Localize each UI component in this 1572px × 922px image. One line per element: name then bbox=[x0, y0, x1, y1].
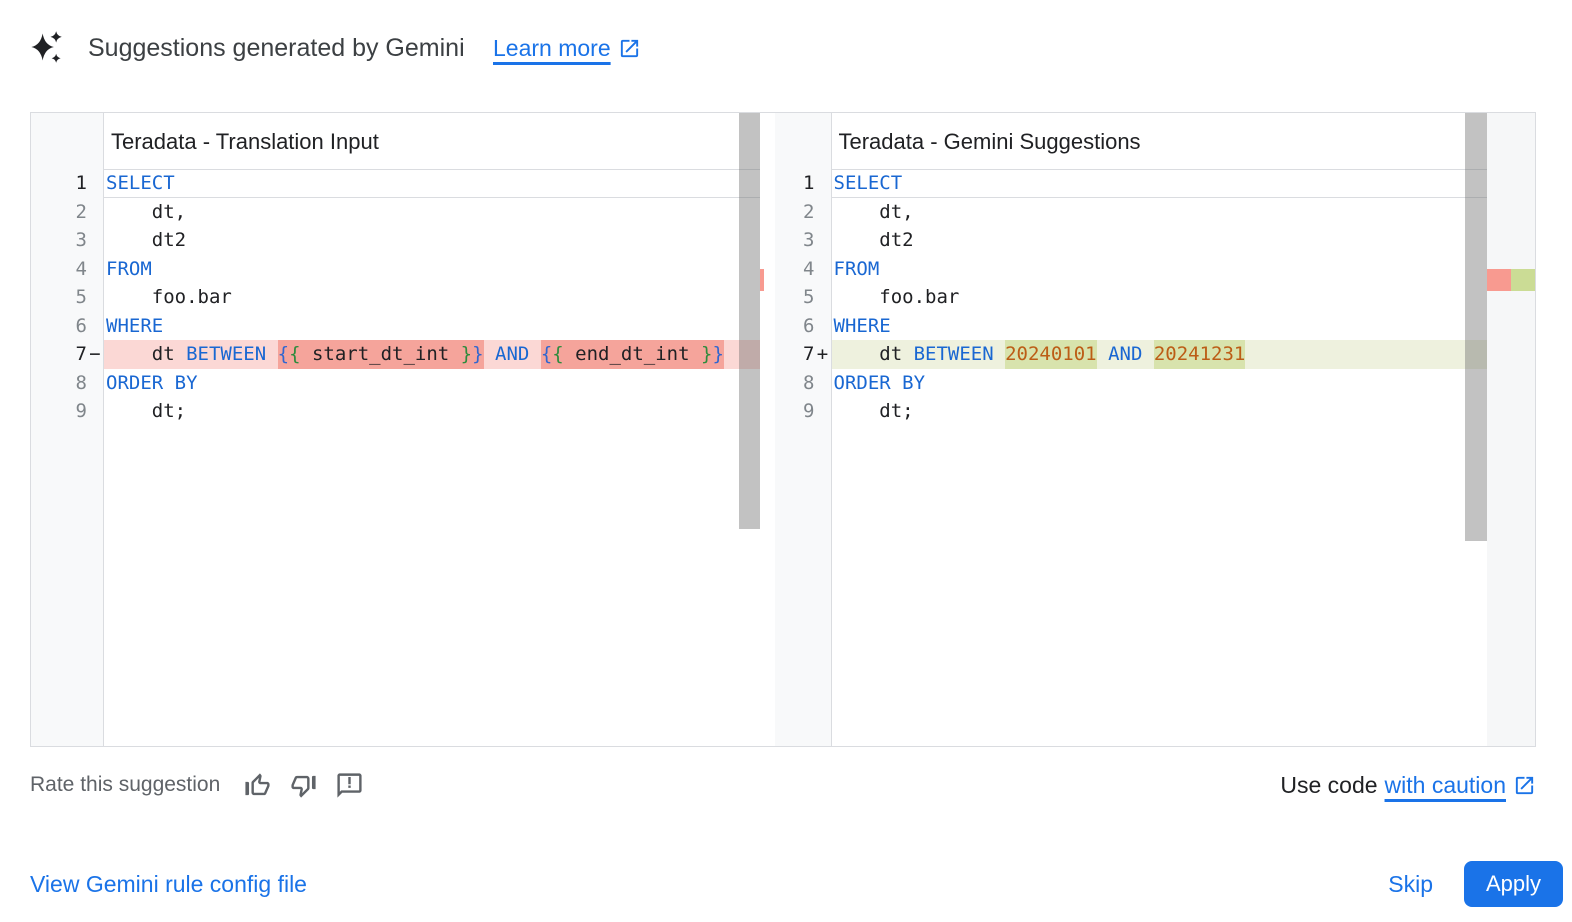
feedback-row: Rate this suggestion bbox=[30, 766, 1536, 804]
gutter-line-number: 4 bbox=[75, 257, 87, 280]
code-line[interactable]: FROM bbox=[833, 257, 880, 280]
scrollbar-thumb[interactable] bbox=[738, 113, 760, 529]
gutter-line-number: 5 bbox=[803, 286, 815, 308]
gutter-line-number: 1 bbox=[803, 172, 815, 194]
open-in-new-icon bbox=[1513, 774, 1536, 797]
gutter-line-number: 9 bbox=[803, 400, 815, 422]
code-line[interactable]: dt; bbox=[833, 400, 914, 422]
gemini-sparkle-icon bbox=[28, 29, 64, 65]
with-caution-link[interactable]: with caution bbox=[1384, 771, 1506, 798]
code-content: Teradata - Translation Input SELECT dt, … bbox=[104, 113, 760, 746]
code-line[interactable]: dt BETWEEN 20240101 AND 20241231 bbox=[831, 340, 1488, 369]
ruler-deleted-mark bbox=[1487, 269, 1512, 291]
code-line[interactable]: ORDER BY bbox=[833, 371, 926, 394]
code-line[interactable]: WHERE bbox=[833, 314, 891, 337]
page-title: Suggestions generated by Gemini bbox=[88, 34, 465, 62]
code-line[interactable]: foo.bar bbox=[833, 286, 960, 308]
learn-more-link[interactable]: Learn more bbox=[493, 31, 641, 65]
gutter-line-number: 2 bbox=[803, 200, 815, 223]
code-line[interactable]: foo.bar bbox=[106, 286, 232, 308]
diff-viewer: 1 2 3 4 5 6 7− 8 9 Teradata - Translation Input … bbox=[30, 112, 1536, 747]
gutter-line-number: 4 bbox=[803, 257, 815, 280]
send-feedback-button[interactable] bbox=[332, 768, 366, 802]
editor-translation-input: 1 2 3 4 5 6 7− 8 9 Teradata - Translation Input … bbox=[31, 113, 760, 746]
code-line[interactable]: dt; bbox=[106, 400, 187, 422]
code-line[interactable]: SELECT bbox=[104, 169, 760, 198]
pane-title: Teradata - Translation Input bbox=[111, 129, 379, 154]
thumb-up-button[interactable] bbox=[240, 768, 274, 802]
skip-button[interactable]: Skip bbox=[1388, 870, 1433, 897]
gutter-line-number: 9 bbox=[75, 400, 87, 422]
action-bar: View Gemini rule config file Skip Apply bbox=[30, 860, 1563, 908]
diff-edge-marker bbox=[759, 269, 764, 291]
gutter-line-number: 8 bbox=[803, 371, 815, 394]
pane-title: Teradata - Gemini Suggestions bbox=[838, 129, 1141, 154]
gutter-line-number: 7+ bbox=[803, 343, 829, 365]
action-buttons: Skip Apply bbox=[1388, 861, 1563, 907]
gutter-line-number: 7− bbox=[75, 343, 101, 365]
code-line[interactable]: dt, bbox=[833, 200, 914, 223]
gutter-line-number: 2 bbox=[75, 200, 87, 223]
gutter-line-number: 6 bbox=[75, 314, 87, 337]
scrollbar-thumb[interactable] bbox=[1465, 113, 1488, 541]
thumb-down-button[interactable] bbox=[286, 768, 320, 802]
gutter-line-number: 6 bbox=[803, 314, 815, 337]
code-line[interactable]: WHERE bbox=[106, 314, 164, 337]
rate-suggestion-label: Rate this suggestion bbox=[30, 773, 221, 796]
use-code-label: Use code bbox=[1280, 771, 1378, 798]
gutter-line-number: 3 bbox=[803, 229, 815, 251]
view-rule-config-link[interactable]: View Gemini rule config file bbox=[30, 870, 307, 897]
editor-gap bbox=[759, 113, 775, 746]
thumb-down-icon bbox=[289, 771, 318, 800]
code-line[interactable]: FROM bbox=[106, 257, 152, 280]
use-code-caution-group: Use code with caution bbox=[1280, 772, 1536, 799]
code-line[interactable]: SELECT bbox=[831, 169, 1488, 198]
gutter-line-number: 1 bbox=[75, 172, 87, 194]
code-line[interactable]: dt2 bbox=[833, 229, 914, 251]
code-line[interactable]: ORDER BY bbox=[106, 371, 198, 394]
thumb-up-icon bbox=[243, 771, 272, 800]
gutter-line-number: 3 bbox=[75, 229, 87, 251]
gutter-line-number: 5 bbox=[75, 286, 87, 308]
gutter-line-number: 8 bbox=[75, 371, 87, 394]
ruler-added-mark bbox=[1511, 269, 1536, 291]
open-in-new-icon bbox=[618, 37, 641, 60]
gutter: 1 2 3 4 5 6 7− 8 9 bbox=[31, 113, 104, 746]
gutter: 1 2 3 4 5 6 7+ 8 9 bbox=[774, 113, 832, 746]
code-content: Teradata - Gemini Suggestions SELECT dt,… bbox=[831, 113, 1488, 746]
editor-gemini-suggestions: 1 2 3 4 5 6 7+ 8 9 Teradata - Gemini Suggestions… bbox=[774, 113, 1488, 746]
code-line[interactable]: dt, bbox=[106, 200, 187, 223]
diff-overview-ruler[interactable] bbox=[1487, 113, 1536, 746]
learn-more-label: Learn more bbox=[493, 35, 611, 61]
feedback-icon bbox=[335, 771, 364, 800]
code-line[interactable]: dt BETWEEN {{ start_dt_int }} AND {{ end… bbox=[104, 340, 760, 369]
code-line[interactable]: dt2 bbox=[106, 229, 187, 251]
apply-button[interactable]: Apply bbox=[1464, 861, 1563, 907]
rate-suggestion-group: Rate this suggestion bbox=[30, 768, 366, 802]
